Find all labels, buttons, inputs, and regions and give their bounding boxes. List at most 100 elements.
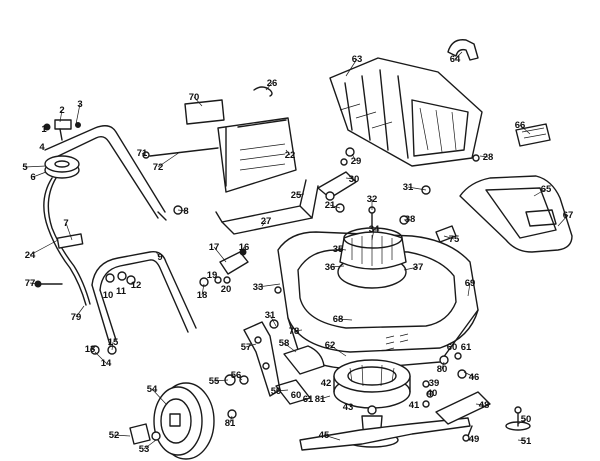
leader-line-46: [463, 371, 475, 378]
leader-line-52: [113, 434, 131, 437]
lower-handle: [91, 251, 197, 346]
callout-3: 3: [77, 99, 82, 110]
callout-13: 13: [85, 344, 96, 355]
leader-line-62: [329, 344, 347, 357]
leader-line-81b: [319, 395, 331, 400]
leader-line-67: [557, 214, 569, 227]
leader-line-54: [151, 388, 167, 405]
leader-line-15: [111, 341, 114, 351]
carry-handle: [447, 39, 479, 61]
leader-line-5: [24, 165, 47, 168]
leader-line-31b: [269, 314, 277, 327]
leader-line-1: [43, 126, 48, 130]
leader-line-48: [475, 403, 485, 406]
wheel-hub-parts: [129, 374, 249, 445]
callout-70: 70: [189, 92, 200, 103]
callout-15: 15: [108, 337, 119, 348]
leader-line-81a: [229, 415, 233, 424]
callout-42: 42: [321, 378, 332, 389]
leader-line-80: [441, 361, 445, 370]
callout-52: 52: [109, 430, 120, 441]
callout-75: 75: [449, 234, 460, 245]
axle-bracket: [243, 321, 281, 397]
leader-line-70: [193, 96, 203, 107]
callout-35: 35: [333, 244, 344, 255]
motor-bracket: [317, 158, 357, 201]
callout-19: 19: [207, 270, 218, 281]
callout-25: 25: [291, 190, 302, 201]
callout-45: 45: [319, 430, 330, 441]
leader-line-9: [155, 251, 161, 258]
leader-line-55: [213, 379, 229, 382]
leader-line-58: [283, 342, 297, 353]
callout-1: 1: [41, 124, 47, 135]
callout-69: 69: [465, 278, 476, 289]
motor: [337, 206, 407, 289]
callout-31b: 31: [265, 310, 276, 321]
callout-16: 16: [239, 242, 250, 253]
leader-line-72: [157, 151, 181, 168]
leader-line-51: [517, 439, 527, 442]
callout-61a: 61: [303, 394, 314, 405]
leader-line-22: [285, 149, 291, 156]
callout-20: 20: [221, 284, 232, 295]
leader-line-79: [75, 305, 85, 318]
callout-41: 41: [409, 400, 420, 411]
callout-81a: 81: [225, 418, 236, 429]
callout-65: 65: [541, 184, 552, 195]
callout-9: 9: [157, 252, 162, 263]
callout-60a: 60: [291, 390, 302, 401]
callout-66: 66: [515, 120, 526, 131]
leader-line-35: [337, 248, 347, 251]
leader-line-18: [201, 283, 205, 296]
leader-line-50: [517, 418, 527, 425]
callout-36: 36: [325, 262, 336, 273]
leader-line-36: [329, 265, 345, 268]
upper-handle: [44, 125, 167, 221]
callout-79: 79: [71, 312, 82, 323]
leader-line-31a: [407, 186, 427, 191]
leader-line-69: [467, 282, 471, 297]
callout-10: 10: [103, 290, 114, 301]
flap-spring: [253, 86, 273, 97]
callout-18: 18: [197, 290, 208, 301]
leader-line-78: [293, 329, 303, 332]
switch-box: [34, 233, 84, 288]
leader-line-38: [403, 218, 411, 221]
blade: [299, 417, 471, 451]
leader-line-33: [257, 283, 281, 288]
leader-line-27: [261, 220, 267, 227]
callout-30: 30: [349, 174, 360, 185]
leader-line-68: [337, 318, 353, 321]
leader-line-63: [345, 58, 358, 77]
callout-17: 17: [209, 242, 220, 253]
callout-38: 38: [405, 214, 416, 225]
leader-line-26: [265, 82, 273, 91]
leader-line-21: [329, 204, 341, 209]
leader-line-53: [143, 439, 157, 450]
leader-line-64: [454, 51, 463, 60]
callout-26: 26: [267, 78, 278, 89]
callout-22: 22: [285, 150, 296, 161]
callout-68: 68: [333, 314, 344, 325]
callout-43: 43: [343, 402, 354, 413]
grass-box: [329, 57, 483, 167]
rear-wheel: [153, 382, 215, 460]
callout-72: 72: [153, 162, 164, 173]
callout-48: 48: [479, 400, 490, 411]
adjust-lever: [435, 225, 457, 243]
callout-4: 4: [39, 142, 45, 153]
callout-34: 34: [369, 224, 380, 235]
leader-line-28: [479, 155, 489, 158]
callout-64: 64: [450, 54, 461, 65]
callout-37: 37: [413, 262, 424, 273]
flap-bracket: [215, 179, 319, 235]
callout-60b: 60: [447, 342, 458, 353]
callout-58: 58: [279, 338, 290, 349]
callout-56: 56: [231, 370, 242, 381]
callout-81b: 81: [315, 394, 326, 405]
callout-53: 53: [139, 444, 150, 455]
callout-24: 24: [25, 250, 36, 261]
